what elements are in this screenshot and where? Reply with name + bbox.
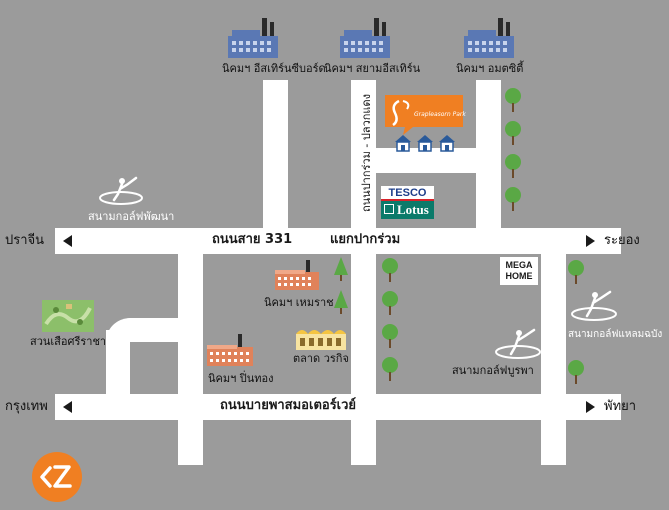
project-sign-icon bbox=[385, 95, 463, 135]
arrow-left-bangkok bbox=[63, 401, 72, 413]
tree-icon-east-1 bbox=[568, 260, 584, 284]
direction-prachin: ปราจีน bbox=[5, 233, 45, 248]
direction-rayong: ระยอง bbox=[604, 233, 640, 248]
tree-icon-center-1 bbox=[382, 258, 398, 282]
label-eastern-seaboard: นิคมฯ อีสเทิร์นซีบอร์ด bbox=[222, 62, 326, 75]
label-hemaraj: นิคมฯ เหมราช bbox=[264, 296, 334, 309]
mega-home-line2: HOME bbox=[505, 271, 533, 281]
road-east-vertical bbox=[541, 240, 566, 465]
tree-icon-center-4 bbox=[382, 357, 398, 381]
tree-icon-amata-1 bbox=[505, 88, 521, 112]
tree-icon-center-3 bbox=[382, 324, 398, 348]
factory-icon-pinthong bbox=[207, 334, 253, 366]
label-project-name: Grapleasorn Park bbox=[414, 111, 466, 118]
market-icon bbox=[296, 330, 346, 350]
road-loop-left bbox=[106, 330, 130, 406]
direction-bangkok: กรุงเทพ bbox=[5, 399, 48, 414]
arrow-left-prachin bbox=[63, 235, 72, 247]
label-highway-331: ถนนสาย 331 bbox=[212, 232, 293, 247]
road-pluak-daeng bbox=[351, 80, 376, 465]
factory-icon-siam-eastern bbox=[340, 18, 390, 58]
tree-icon-amata-3 bbox=[505, 154, 521, 178]
label-pinthong: นิคมฯ ปิ่นทอง bbox=[208, 372, 274, 385]
mega-home-line1: MEGA bbox=[505, 260, 533, 270]
direction-pattaya: พัทยา bbox=[604, 399, 637, 414]
label-worakit-market: ตลาด วรกิจ bbox=[293, 352, 349, 365]
factory-icon-hemaraj bbox=[275, 260, 319, 290]
zoo-map-icon bbox=[42, 300, 94, 332]
golf-icon-laem-chabang bbox=[571, 290, 617, 321]
lotus-logo: Lotus bbox=[397, 202, 429, 217]
tree-icon-amata-4 bbox=[505, 187, 521, 211]
arrow-right-pattaya bbox=[586, 401, 595, 413]
tree-icon-small-1 bbox=[334, 257, 348, 281]
label-tiger-zoo: สวนเสือศรีราชา bbox=[30, 335, 107, 348]
factory-icon-amata-city bbox=[464, 18, 514, 58]
golf-icon-burapha bbox=[495, 328, 541, 359]
road-highway-331 bbox=[55, 228, 621, 254]
brand-logo-icon bbox=[32, 452, 82, 502]
tree-icon-amata-2 bbox=[505, 121, 521, 145]
road-motorway bbox=[55, 394, 621, 420]
house-icon-3 bbox=[439, 135, 455, 152]
road-eastern-seaboard-spur bbox=[263, 80, 288, 240]
label-pluak-daeng-road: ถนนปากร่วม - ปลวกแดง bbox=[360, 94, 373, 212]
tree-icon-center-2 bbox=[382, 291, 398, 315]
label-junction: แยกปากร่วม bbox=[330, 232, 401, 247]
label-golf-patana: สนามกอล์ฟพัฒนา bbox=[88, 210, 175, 223]
label-amata-city: นิคมฯ อมตซิตี้ bbox=[456, 62, 524, 75]
tree-icon-east-2 bbox=[568, 360, 584, 384]
lotus-icon bbox=[384, 204, 394, 214]
label-golf-burapha: สนามกอล์ฟบูรพา bbox=[452, 364, 534, 377]
tesco-logo: TESCO bbox=[381, 186, 434, 201]
road-west-vertical bbox=[178, 240, 203, 465]
house-icon-1 bbox=[395, 135, 411, 152]
golf-icon-patana bbox=[99, 176, 143, 205]
label-golf-laem-chabang: สนามกอล์ฟแหลมฉบัง bbox=[568, 329, 663, 340]
mega-home-sign: MEGA HOME bbox=[500, 257, 538, 285]
label-motorway: ถนนบายพาสมอเตอร์เวย์ bbox=[220, 398, 357, 413]
house-icon-2 bbox=[417, 135, 433, 152]
arrow-right-rayong bbox=[586, 235, 595, 247]
tree-icon-small-2 bbox=[334, 290, 348, 314]
tesco-lotus-sign: TESCO Lotus bbox=[381, 186, 434, 219]
factory-icon-eastern-seaboard bbox=[228, 18, 278, 58]
label-siam-eastern: นิคมฯ สยามอีสเทิร์น bbox=[324, 62, 421, 75]
road-amata-connector bbox=[362, 148, 490, 173]
